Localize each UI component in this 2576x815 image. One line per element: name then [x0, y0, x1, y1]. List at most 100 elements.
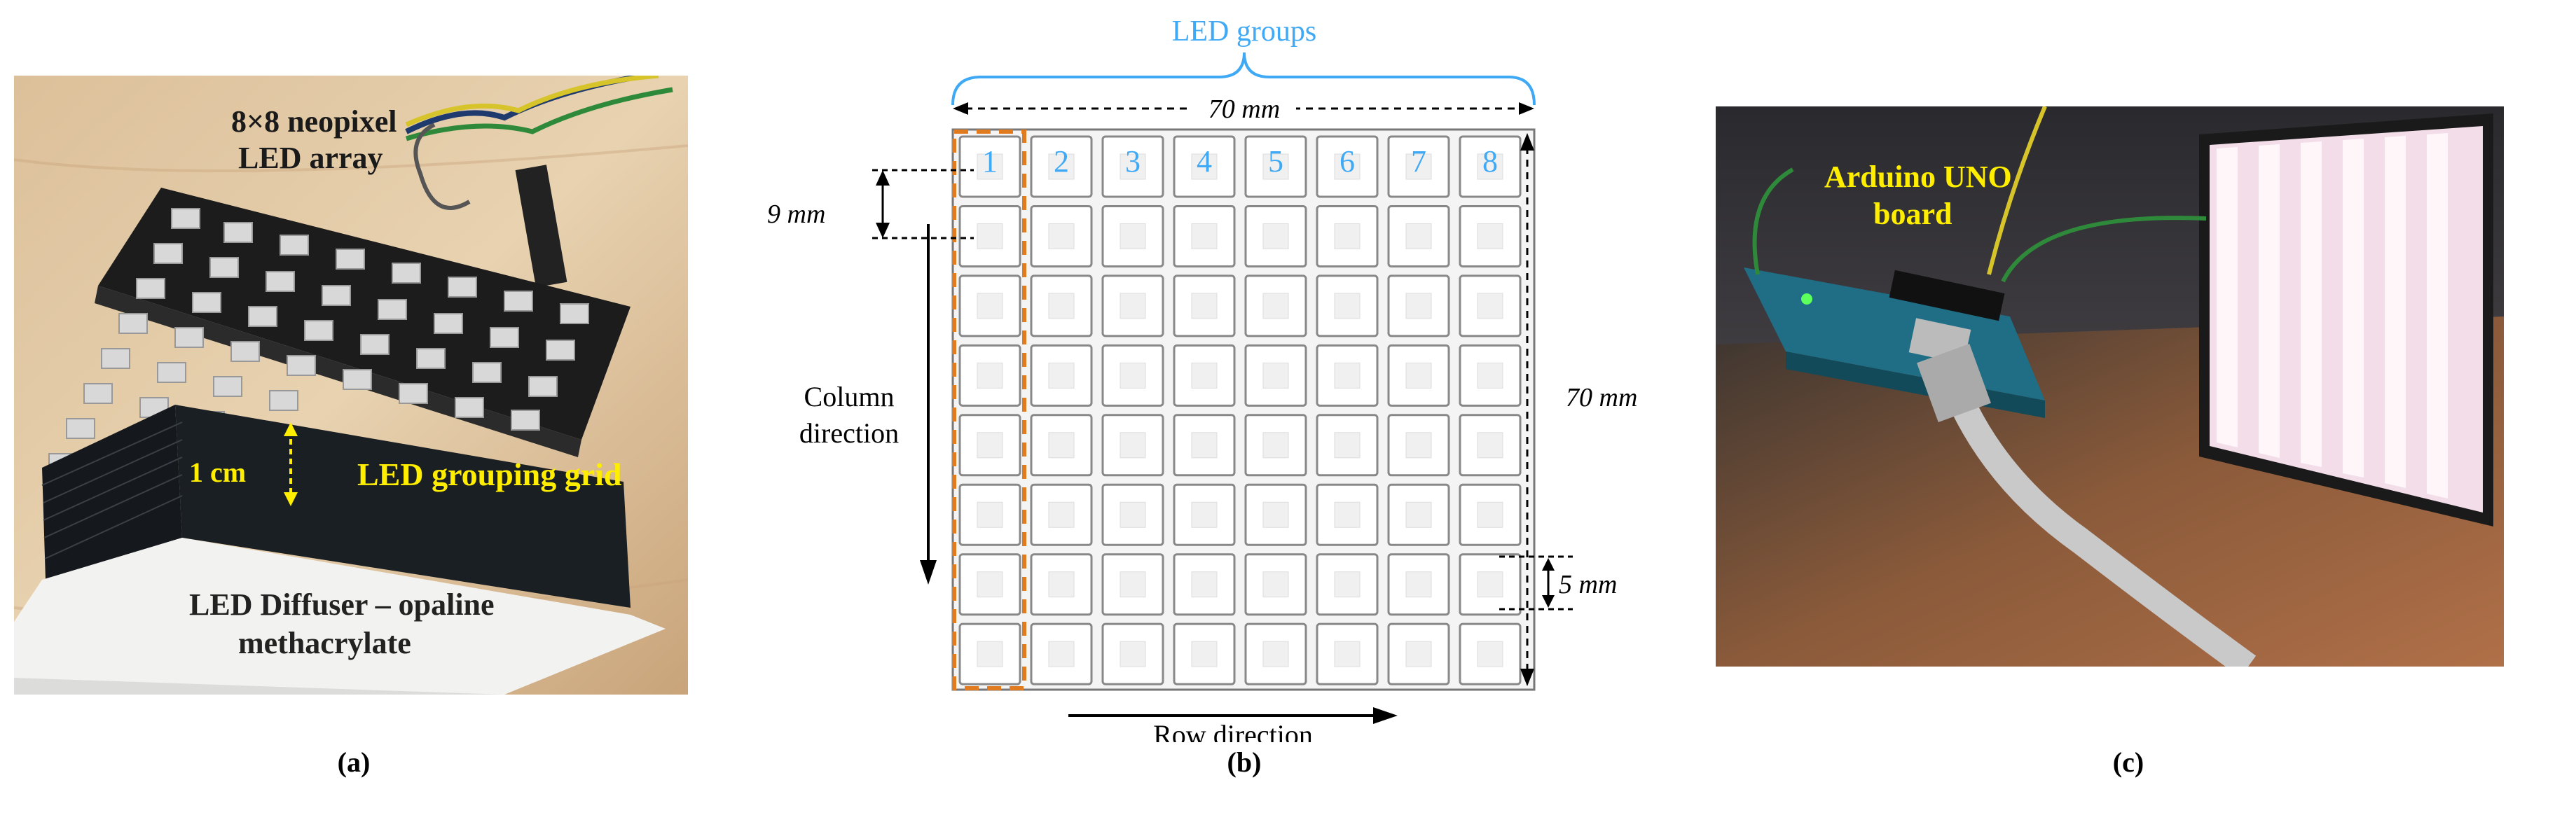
group-number: 8: [1482, 144, 1498, 179]
led-chip: [1048, 571, 1075, 598]
led-chip: [1334, 153, 1361, 180]
led-chip: [1191, 223, 1218, 249]
pitch-label: 9 mm: [767, 200, 825, 229]
led-cells: [958, 135, 1522, 685]
led-chip: [1048, 432, 1075, 459]
group-number: 5: [1268, 144, 1283, 179]
label-arduino-line2: board: [1873, 197, 1952, 231]
led-chip: [1262, 153, 1289, 180]
led-chip: [977, 571, 1003, 598]
led-chip: [1405, 501, 1432, 528]
label-arduino-line1: Arduino UNO: [1824, 160, 2012, 194]
led-chip: [1120, 571, 1146, 598]
caption-c: (c): [2112, 746, 2144, 778]
group-number: 4: [1197, 144, 1212, 179]
led-chip: [1405, 153, 1432, 180]
led-chip: [1048, 153, 1075, 180]
arduino-setup-photo: Arduino UNO board: [1716, 105, 2504, 678]
led-chip: [1120, 153, 1146, 180]
led-chip: [1477, 571, 1503, 598]
led-chip: [1405, 571, 1432, 598]
label-grouping-grid: LED grouping grid: [357, 457, 622, 492]
led-chip: [1262, 571, 1289, 598]
led-chip: [1334, 293, 1361, 319]
led-chip: [1262, 362, 1289, 389]
row-label: Row direction: [1153, 719, 1313, 742]
led-chip: [1120, 362, 1146, 389]
group-number: 3: [1125, 144, 1141, 179]
led-chip: [1477, 362, 1503, 389]
led-chip: [1334, 223, 1361, 249]
led-chip: [1048, 362, 1075, 389]
led-chip: [977, 641, 1003, 667]
label-diffuser-line2: methacrylate: [238, 626, 411, 660]
panel-a-photo: 8×8 neopixel LED array 1 cm LED grouping…: [13, 73, 689, 695]
led-chip: [1405, 223, 1432, 249]
led-chip: [1120, 432, 1146, 459]
gap-label: 5 mm: [1559, 570, 1617, 599]
led-chip: [977, 293, 1003, 319]
group-brace: [951, 52, 1536, 106]
led-chip: [1048, 223, 1075, 249]
column-label-line2: direction: [799, 417, 899, 449]
led-chip: [977, 432, 1003, 459]
group-number: 6: [1339, 144, 1355, 179]
width-label: 70 mm: [1208, 95, 1280, 124]
led-chip: [1477, 501, 1503, 528]
led-chip: [1477, 223, 1503, 249]
led-chip: [1120, 641, 1146, 667]
led-chip: [1262, 641, 1289, 667]
label-array-line2: LED array: [238, 141, 383, 175]
led-assembly-photo: 8×8 neopixel LED array 1 cm LED grouping…: [13, 73, 689, 695]
led-chip: [1405, 293, 1432, 319]
led-chip: [1262, 293, 1289, 319]
group-numbers: 1 2 3 4 5 6 7 8: [982, 144, 1498, 179]
led-chip: [1120, 501, 1146, 528]
led-chip: [1048, 293, 1075, 319]
led-chip: [1191, 362, 1218, 389]
led-chip: [977, 501, 1003, 528]
column-label-line1: Column: [804, 381, 895, 412]
led-chip: [977, 223, 1003, 249]
led-chip: [1477, 153, 1503, 180]
led-chip: [1477, 432, 1503, 459]
led-chip: [1048, 501, 1075, 528]
led-chip: [1405, 432, 1432, 459]
led-chip: [1334, 501, 1361, 528]
group-number: 7: [1411, 144, 1426, 179]
label-diffuser-line1: LED Diffuser – opaline: [189, 587, 495, 622]
led-chip: [1191, 153, 1218, 180]
caption-a: (a): [337, 746, 371, 778]
led-chip: [1191, 571, 1218, 598]
led-chip: [1405, 641, 1432, 667]
led-chip: [1262, 501, 1289, 528]
panel-c-photo: Arduino UNO board: [1716, 105, 2504, 678]
led-chip: [1191, 432, 1218, 459]
led-chip: [1477, 293, 1503, 319]
label-array-line1: 8×8 neopixel: [231, 104, 397, 139]
led-chip: [1334, 362, 1361, 389]
led-chip: [977, 362, 1003, 389]
led-chip: [1262, 432, 1289, 459]
led-chip: [977, 153, 1003, 180]
led-chip: [1334, 571, 1361, 598]
title-led-groups: LED groups: [1172, 15, 1316, 48]
label-height: 1 cm: [189, 457, 246, 488]
height-label: 70 mm: [1566, 383, 1637, 412]
led-chip: [1334, 432, 1361, 459]
led-chip: [1405, 362, 1432, 389]
led-chip: [1048, 641, 1075, 667]
led-chip: [1120, 223, 1146, 249]
led-chip: [1120, 293, 1146, 319]
group-number: 2: [1054, 144, 1069, 179]
led-chip: [1191, 293, 1218, 319]
led-chip: [1334, 641, 1361, 667]
led-chip: [1262, 223, 1289, 249]
svg-text:Column: Column: [804, 381, 895, 412]
group-number: 1: [982, 144, 998, 179]
group-1-highlight: [952, 130, 1026, 690]
led-chip: [1191, 641, 1218, 667]
led-chip: [1191, 501, 1218, 528]
